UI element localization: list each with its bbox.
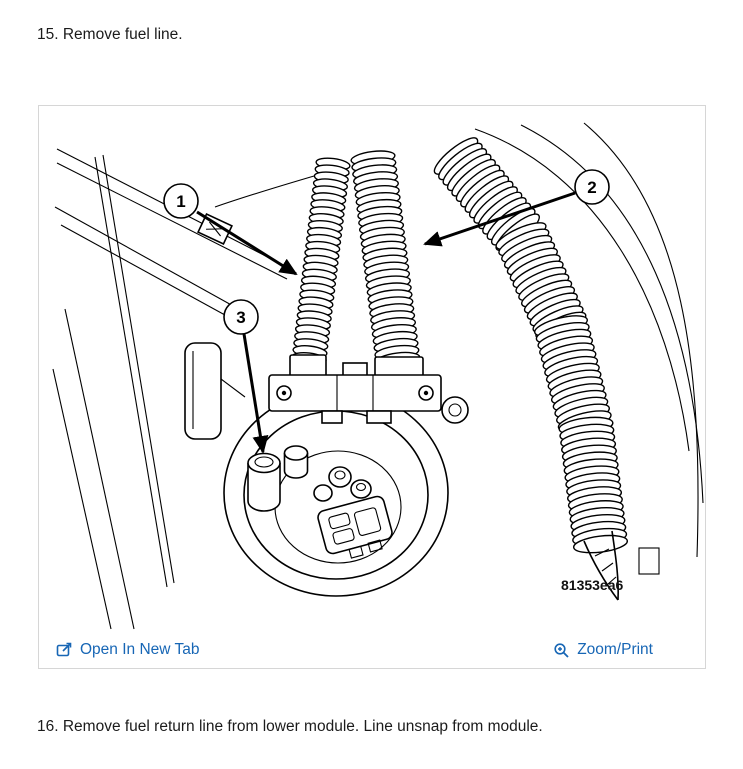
- corrugated-conduit: [429, 132, 629, 601]
- callout-arrows: [196, 191, 576, 454]
- figure-footer: Open In New Tab Zoom/Print: [56, 641, 653, 659]
- zoom-print-link[interactable]: Zoom/Print: [553, 641, 653, 659]
- callout-2-label: 2: [587, 178, 596, 197]
- electrical-connector: [317, 495, 393, 559]
- figure-panel: 81353ea6 1 2 3: [38, 105, 706, 669]
- callout-3: 3: [223, 299, 259, 335]
- callout-2: 2: [574, 169, 610, 205]
- callout-3-label: 3: [236, 308, 245, 327]
- fuel-module: [223, 389, 449, 597]
- open-in-new-tab-link[interactable]: Open In New Tab: [56, 641, 199, 659]
- fuel-line-diagram: 81353ea6 1 2 3: [52, 122, 704, 630]
- supply-port: [283, 445, 309, 479]
- open-in-new-tab-label: Open In New Tab: [80, 641, 200, 658]
- fuel-line-2: [349, 148, 422, 377]
- open-in-new-tab-icon: [56, 642, 72, 657]
- part-number-label: 81353ea6: [561, 577, 624, 593]
- engine-bay-lines: [52, 148, 332, 630]
- return-port: [247, 452, 281, 512]
- fuel-line-1: [290, 155, 352, 374]
- module-knobs: [313, 466, 372, 502]
- callout-1: 1: [163, 183, 199, 219]
- harness-connector: [197, 212, 233, 246]
- line-fittings: [268, 354, 469, 424]
- zoom-icon: [554, 642, 569, 658]
- left-bracket: [184, 342, 246, 440]
- zoom-print-label: Zoom/Print: [577, 641, 653, 658]
- step-16-text: 16. Remove fuel return line from lower m…: [37, 717, 543, 735]
- step-15-text: 15. Remove fuel line.: [37, 25, 183, 43]
- conduit-tail: [583, 530, 619, 601]
- callout-1-label: 1: [176, 192, 185, 211]
